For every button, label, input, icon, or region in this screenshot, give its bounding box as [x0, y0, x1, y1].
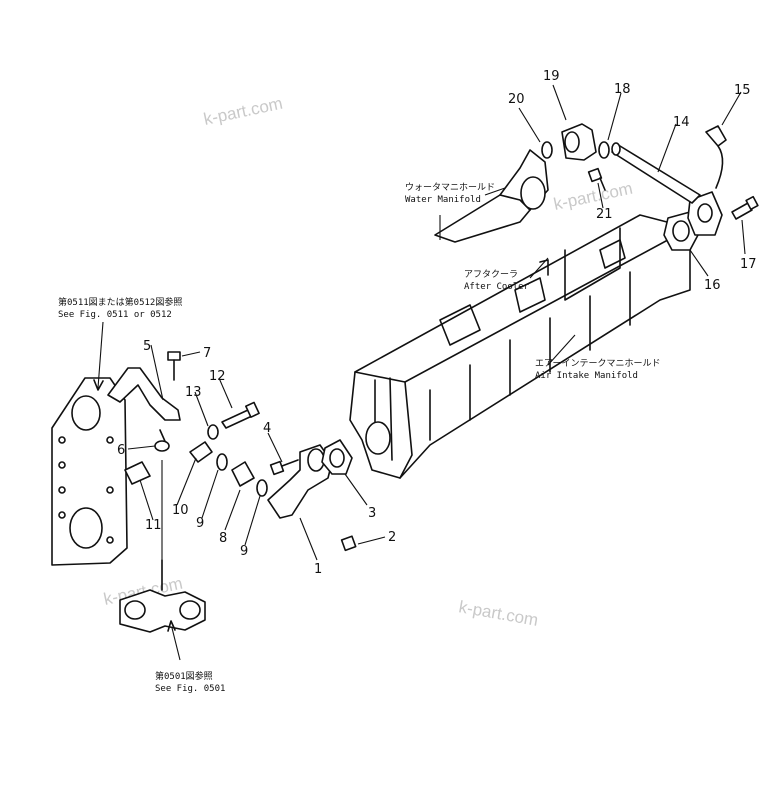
watermark: k-part.com	[552, 179, 634, 214]
bolt-7-drawing	[167, 351, 181, 381]
connector-10-drawing	[189, 441, 213, 463]
o-ring-9a-drawing	[216, 453, 228, 471]
callout-19: 19	[543, 69, 560, 84]
callout-16: 16	[704, 278, 721, 293]
water-manifold-label: Water Manifold	[405, 195, 481, 205]
see-fig-bottom-jp-label: 第0501図参照	[155, 670, 213, 682]
bolt-4-drawing	[269, 459, 299, 476]
bolt-17-drawing	[731, 195, 759, 220]
callout-15: 15	[734, 83, 751, 98]
callout-2: 2	[388, 530, 396, 545]
callout-8: 8	[219, 531, 227, 546]
air-intake-manifold-drawing	[349, 214, 691, 479]
water-manifold-jp-label: ウォータマニホールド	[405, 182, 495, 193]
callout-9a: 9	[196, 516, 204, 531]
callout-3: 3	[368, 506, 376, 521]
after-cooler-label: After Cooler	[464, 282, 530, 292]
callout-21: 21	[596, 207, 613, 222]
elbow-1-drawing	[267, 444, 333, 519]
callout-13: 13	[185, 385, 202, 400]
clip-15-drawing	[705, 125, 727, 189]
bolt-2-drawing	[340, 535, 357, 552]
see-fig-top-jp-label: 第0511図または第0512図参照	[58, 296, 182, 308]
callout-9b: 9	[240, 544, 248, 559]
gasket-3-drawing	[321, 439, 353, 475]
fitting-6-drawing	[154, 440, 170, 452]
callout-6: 6	[117, 443, 125, 458]
tube-14-drawing	[611, 142, 701, 204]
sleeve-11-drawing	[124, 461, 151, 485]
callout-4: 4	[263, 421, 271, 436]
air-intake-label: Air Intake Manifold	[535, 371, 638, 381]
callout-7: 7	[203, 346, 211, 361]
bottom-fitting-drawing	[119, 559, 206, 633]
see-fig-top-label: See Fig. 0511 or 0512	[58, 310, 172, 320]
o-ring-9b-drawing	[256, 479, 268, 497]
flange-14-drawing	[687, 191, 723, 236]
bolt-12-drawing	[221, 401, 260, 429]
callout-17: 17	[740, 257, 757, 272]
air-intake-jp-label: エアーインテークマニホールド	[535, 358, 660, 369]
callout-14: 14	[673, 115, 690, 130]
callout-10: 10	[172, 503, 189, 518]
arrow-head-bottom	[167, 620, 176, 632]
watermark: k-part.com	[202, 94, 284, 129]
hose-8-drawing	[231, 461, 255, 487]
after-cooler-jp-label: アフタクーラ	[464, 269, 518, 280]
callout-12: 12	[209, 369, 226, 384]
elbow-19-drawing	[561, 123, 597, 161]
watermark: k-part.com	[457, 597, 539, 630]
o-ring-18-drawing	[598, 141, 610, 159]
water-manifold-drawing	[434, 149, 549, 243]
callout-20: 20	[508, 92, 525, 107]
bolt-21-drawing	[587, 167, 606, 191]
callout-18: 18	[614, 82, 631, 97]
bracket-plate-drawing	[51, 377, 128, 566]
callout-11: 11	[145, 518, 162, 533]
washer-13-drawing	[207, 424, 219, 440]
arrow-head-top	[93, 379, 104, 391]
o-ring-20-drawing	[541, 141, 553, 159]
leader-lines	[97, 84, 746, 661]
callout-1: 1	[314, 562, 322, 577]
callout-5: 5	[143, 339, 151, 354]
see-fig-bottom-label: See Fig. 0501	[155, 684, 225, 694]
